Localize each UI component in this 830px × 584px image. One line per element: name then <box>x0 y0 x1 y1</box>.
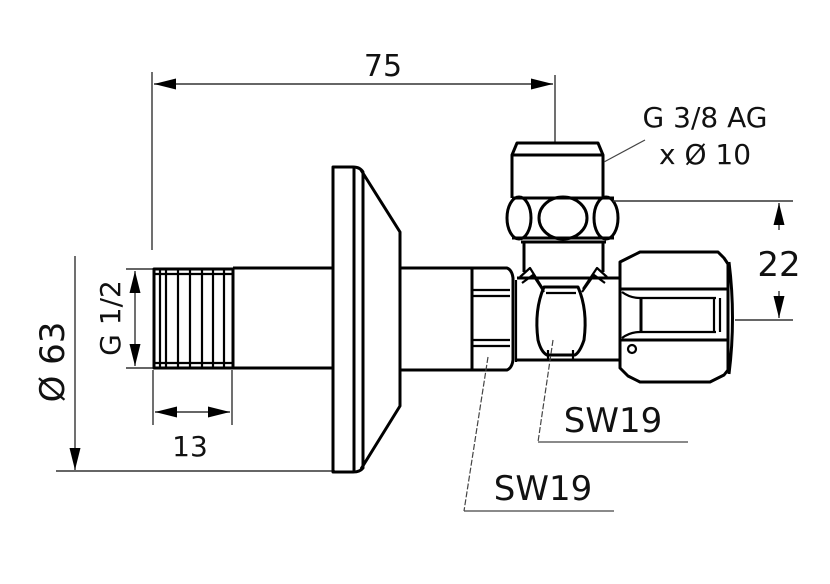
dimension-g-half: G 1/2 <box>94 268 156 369</box>
sw19-spindle-label: SW19 <box>564 401 662 441</box>
dimension-diameter-63: Ø 63 <box>33 256 335 472</box>
outlet-thread-label-1: G 3/8 AG <box>643 101 768 134</box>
callout-outlet-thread: G 3/8 AG x Ø 10 <box>603 101 768 171</box>
dimension-22-label: 22 <box>757 245 800 285</box>
outlet-thread-label-2: x Ø 10 <box>659 138 751 171</box>
dimension-75: 75 <box>151 49 556 250</box>
dimension-13-label: 13 <box>172 430 208 463</box>
dimension-75-label: 75 <box>364 49 402 84</box>
dimension-13: 13 <box>152 370 233 463</box>
valve-body-tube <box>400 266 474 372</box>
dimension-g-half-label: G 1/2 <box>94 280 127 356</box>
outlet-neck <box>521 240 606 272</box>
compression-nut <box>618 250 734 384</box>
outlet-hex-nut <box>505 195 620 241</box>
rosette-flange <box>331 165 402 474</box>
callout-sw19-body: SW19 <box>463 356 614 512</box>
spindle-knob <box>535 285 587 360</box>
valve-tee-body <box>517 266 620 362</box>
outlet-spigot <box>510 141 605 198</box>
sw19-body-label: SW19 <box>494 469 592 509</box>
dimension-22: 22 <box>613 200 801 321</box>
inlet-pipe <box>233 266 333 370</box>
callout-sw19-spindle: SW19 <box>537 339 688 443</box>
dimension-63-label: Ø 63 <box>33 322 73 403</box>
inlet-thread <box>152 267 235 370</box>
body-hex-nut <box>472 266 518 372</box>
